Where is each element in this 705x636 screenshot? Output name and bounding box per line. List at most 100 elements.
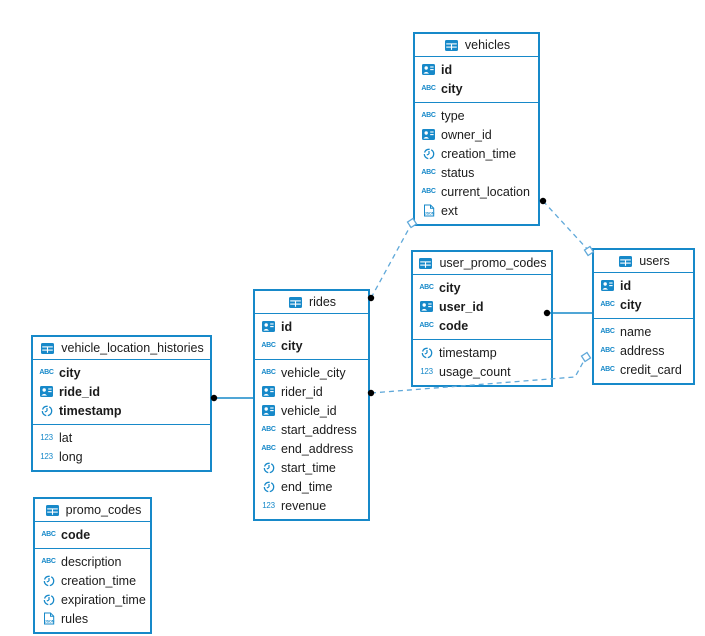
column-expiration_time[interactable]: expiration_time [35,590,150,609]
column-ext[interactable]: JSON ext [415,201,538,220]
column-label: description [61,554,122,569]
column-creation_time[interactable]: creation_time [415,144,538,163]
column-label: creation_time [61,573,137,588]
column-id[interactable]: id [415,60,538,79]
table-title: vehicle_location_histories [61,341,204,355]
edge-endpoint-diamond [580,351,592,363]
column-id[interactable]: id [594,276,693,295]
column-label: ext [441,203,458,218]
datetime-type-icon [260,481,277,493]
number-type-icon: 123 [40,451,53,461]
string-type-icon: ABC [421,169,436,176]
table-header[interactable]: vehicle_location_histories [33,337,210,360]
edge-line[interactable] [370,222,413,299]
column-user_id[interactable]: user_id [413,297,551,316]
column-id[interactable]: id [255,317,368,336]
column-city[interactable]: ABC city [594,295,693,314]
column-creation_time[interactable]: creation_time [35,571,150,590]
table-title: users [639,254,670,268]
column-label: rules [61,611,89,626]
table-icon [417,257,434,269]
number-type-icon: 123 [420,366,433,376]
table-header[interactable]: users [594,250,693,273]
relationship-vehicle_location_histories-to-rides[interactable] [210,394,253,402]
string-type-icon: ABC [419,322,434,329]
column-label: end_address [281,441,354,456]
column-label: city [441,81,463,96]
string-type-icon: ABC [600,301,615,308]
column-label: owner_id [441,127,492,142]
column-label: address [620,343,665,358]
string-type-icon: ABC [261,369,276,376]
json-type-icon: JSON [420,204,437,217]
column-label: timestamp [59,403,122,418]
table-header[interactable]: vehicles [415,34,538,57]
column-city[interactable]: ABC city [415,79,538,98]
column-timestamp[interactable]: timestamp [33,401,210,420]
column-label: name [620,324,652,339]
id-type-icon [420,129,437,140]
column-name[interactable]: ABC name [594,322,693,341]
column-label: vehicle_id [281,403,337,418]
datetime-type-icon [40,575,57,587]
column-rider_id[interactable]: rider_id [255,382,368,401]
string-type-icon: ABC [261,426,276,433]
column-label: vehicle_city [281,365,346,380]
column-label: id [441,62,453,77]
column-label: code [439,318,469,333]
table-header[interactable]: promo_codes [35,499,150,522]
column-ride_id[interactable]: ride_id [33,382,210,401]
string-type-icon: ABC [421,85,436,92]
column-start_time[interactable]: start_time [255,458,368,477]
column-timestamp[interactable]: timestamp [413,343,551,362]
column-vehicle_id[interactable]: vehicle_id [255,401,368,420]
column-vehicle_city[interactable]: ABC vehicle_city [255,363,368,382]
relationship-rides-to-vehicles[interactable] [367,217,418,302]
id-type-icon [260,321,277,332]
column-label: end_time [281,479,333,494]
table-header[interactable]: user_promo_codes [413,252,551,275]
svg-text:JSON: JSON [424,212,434,216]
column-label: expiration_time [61,592,146,607]
column-label: city [620,297,642,312]
table-title: user_promo_codes [439,256,547,270]
column-label: creation_time [441,146,517,161]
table-header[interactable]: rides [255,291,368,314]
relationship-vehicles-to-users[interactable] [539,197,595,257]
column-label: rider_id [281,384,323,399]
column-code[interactable]: ABC code [413,316,551,335]
edge-line[interactable] [542,200,590,252]
column-end_time[interactable]: end_time [255,477,368,496]
column-owner_id[interactable]: owner_id [415,125,538,144]
string-type-icon: ABC [600,328,615,335]
